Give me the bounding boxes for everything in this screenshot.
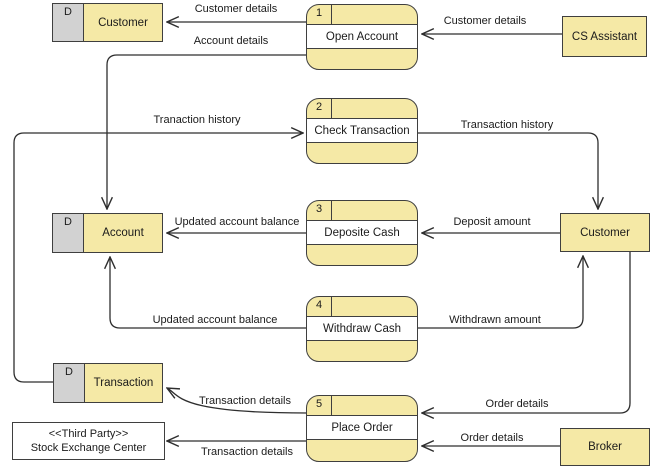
datastore-label: Transaction xyxy=(93,377,154,389)
flow-label: Transaction details xyxy=(201,446,293,458)
entity-label: Stock Exchange Center xyxy=(30,442,147,454)
datastore-account: D Account xyxy=(52,213,163,253)
entity-label: Broker xyxy=(588,441,622,453)
entity-stereotype: <<Third Party>> xyxy=(48,428,129,440)
entity-customer: Customer xyxy=(560,213,650,252)
flow-updated-account-balance-withdraw-line xyxy=(110,257,306,329)
flow-label: Updated account balance xyxy=(174,216,300,228)
flow-transaction-history-line xyxy=(418,132,598,209)
process-footer xyxy=(307,143,417,163)
flow-label: Updated account balance xyxy=(152,314,278,326)
process-name: Withdraw Cash xyxy=(307,317,417,341)
process-name: Check Transaction xyxy=(307,119,417,143)
process-header: 2 xyxy=(307,99,417,119)
process-number: 4 xyxy=(307,297,332,316)
process-deposite-cash: 3 Deposite Cash xyxy=(306,200,418,266)
entity-label: Customer xyxy=(580,226,630,239)
flow-label: Transaction details xyxy=(199,395,291,407)
process-header: 1 xyxy=(307,5,417,25)
flow-transaction-details-to-datastore-line xyxy=(167,388,308,414)
datastore-transaction: D Transaction xyxy=(53,363,163,403)
process-number: 2 xyxy=(307,99,332,118)
flow-label: Customer details xyxy=(443,15,527,27)
datastore-marker: D xyxy=(53,4,84,41)
entity-stock-exchange-center: <<Third Party>> Stock Exchange Center xyxy=(12,422,165,460)
process-withdraw-cash: 4 Withdraw Cash xyxy=(306,296,418,362)
flow-label: Deposit amount xyxy=(453,216,531,228)
entity-cs-assistant: CS Assistant xyxy=(562,16,647,57)
flow-label: Transaction history xyxy=(460,119,554,131)
flow-label: Withdrawn amount xyxy=(449,314,541,326)
datastore-marker: D xyxy=(53,214,84,252)
flow-withdrawn-amount-line xyxy=(418,256,583,329)
datastore-label: Account xyxy=(102,227,144,239)
process-open-account: 1 Open Account xyxy=(306,4,418,70)
flow-account-details-line xyxy=(107,54,306,209)
process-number: 1 xyxy=(307,5,332,24)
process-name: Deposite Cash xyxy=(307,221,417,245)
flow-order-details-from-customer-line xyxy=(422,252,631,413)
process-header: 4 xyxy=(307,297,417,317)
process-header: 5 xyxy=(307,396,417,416)
flow-label: Customer details xyxy=(194,3,278,15)
process-footer xyxy=(307,440,417,461)
process-footer xyxy=(307,245,417,265)
process-footer xyxy=(307,49,417,69)
datastore-customer: D Customer xyxy=(52,3,163,42)
datastore-label: Customer xyxy=(98,16,148,29)
flow-label: Tranaction history xyxy=(153,114,241,126)
process-footer xyxy=(307,341,417,361)
flow-tranaction-history-line xyxy=(13,133,303,383)
process-name: Open Account xyxy=(307,25,417,49)
process-check-transaction: 2 Check Transaction xyxy=(306,98,418,164)
process-header: 3 xyxy=(307,201,417,221)
process-place-order: 5 Place Order xyxy=(306,395,418,462)
entity-label: CS Assistant xyxy=(571,30,638,43)
datastore-marker: D xyxy=(54,364,85,402)
process-name: Place Order xyxy=(307,416,417,440)
flow-label: Order details xyxy=(485,398,549,410)
flow-label: Order details xyxy=(460,432,524,444)
flow-label: Account details xyxy=(193,35,269,47)
process-number: 3 xyxy=(307,201,332,220)
entity-broker: Broker xyxy=(560,428,650,466)
process-number: 5 xyxy=(307,396,332,415)
